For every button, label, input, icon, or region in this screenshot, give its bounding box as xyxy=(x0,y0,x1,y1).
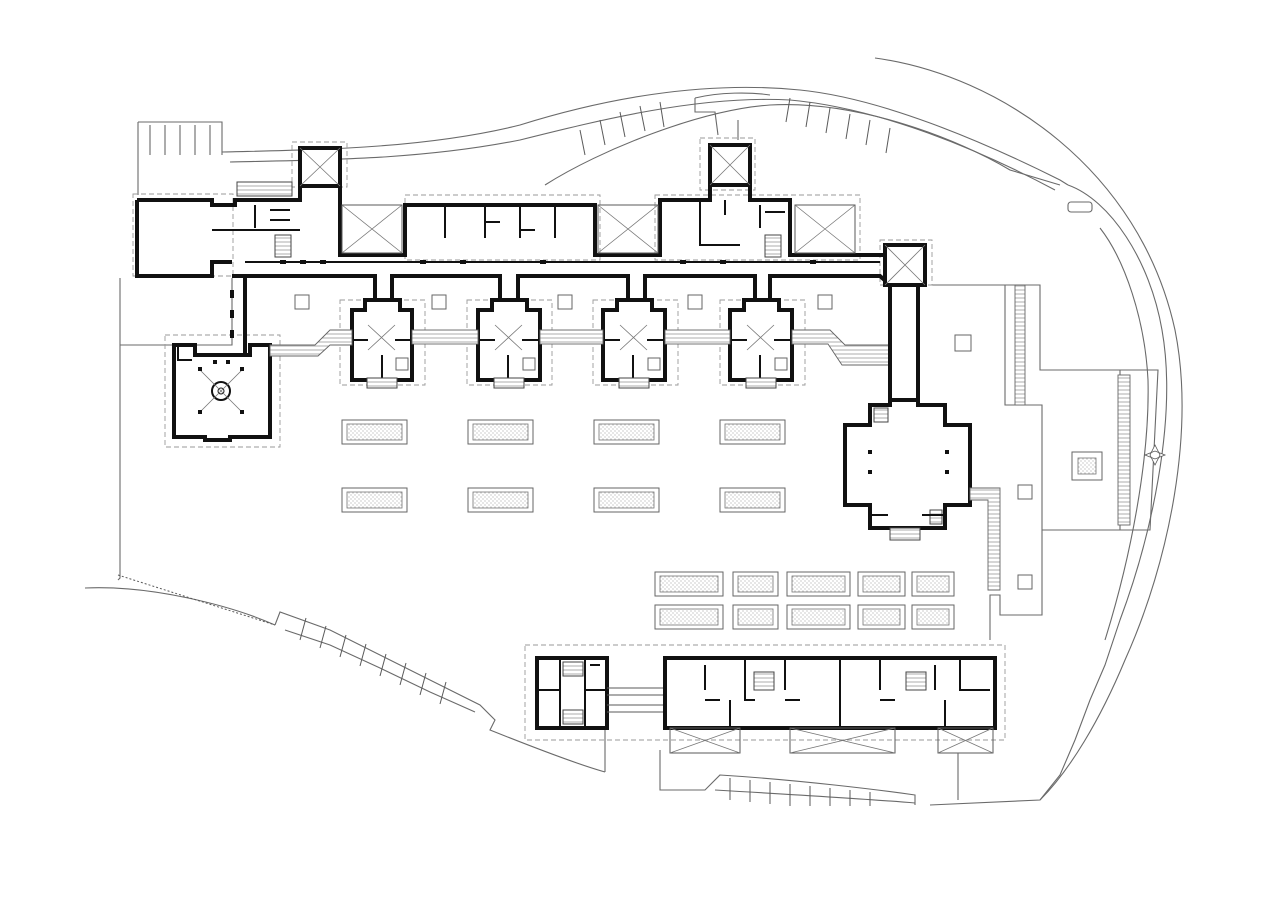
court-pavilion-2 xyxy=(476,298,542,389)
court-pavilion-1 xyxy=(350,298,414,389)
west-pavilion xyxy=(172,343,272,442)
parking-stalls xyxy=(137,97,891,806)
site-boundary xyxy=(84,57,1183,806)
courtyard xyxy=(120,278,1167,640)
court-planters xyxy=(341,419,955,630)
south-small-building xyxy=(535,656,665,730)
court-pavilion-4 xyxy=(728,298,794,389)
east-hall xyxy=(843,285,1001,591)
covered-walkway xyxy=(269,329,891,366)
court-pavilion-3 xyxy=(601,298,667,389)
north-wing xyxy=(135,143,927,367)
compass-rose-icon xyxy=(1143,444,1167,466)
south-long-building xyxy=(663,656,997,800)
